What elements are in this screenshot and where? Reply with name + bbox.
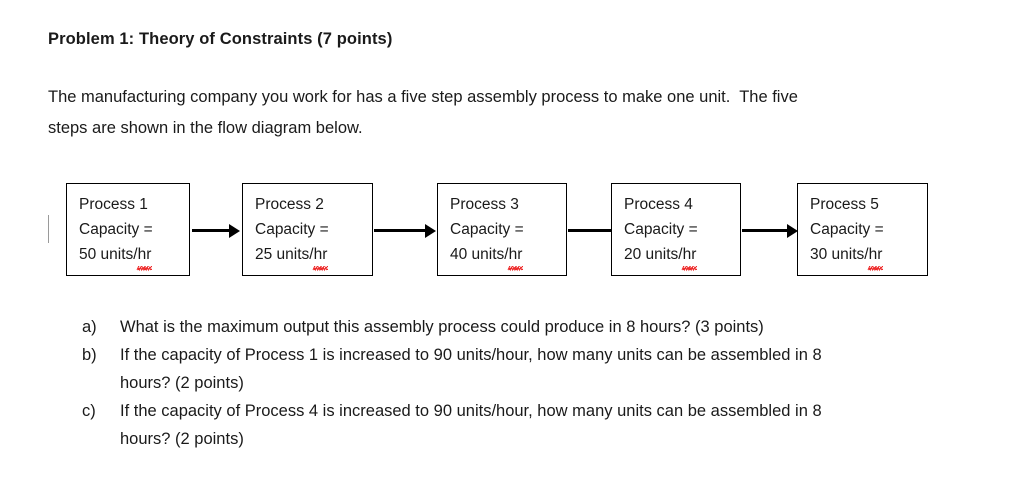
process-capacity-value-3: 40 units/hr (450, 242, 566, 272)
capacity-number-1: 50 units/ (79, 246, 138, 263)
unit-suffix-2: hr (313, 246, 328, 263)
spellcheck-squiggle-icon-3 (507, 266, 522, 272)
flow-diagram: Process 1 Capacity = 50 units/hr Process… (0, 183, 1024, 283)
spellcheck-squiggle-icon-2 (312, 266, 327, 272)
arrow-head-2 (425, 223, 436, 238)
spellcheck-word-3: hr (507, 242, 523, 272)
question-text-a: What is the maximum output this assembly… (120, 313, 1024, 341)
capacity-number-3: 40 units/ (450, 246, 509, 263)
arrow-right-icon-1 (192, 223, 240, 238)
capacity-number-2: 25 units/ (255, 246, 314, 263)
question-a-line-1: What is the maximum output this assembly… (120, 318, 764, 336)
process-capacity-value-5: 30 units/hr (810, 242, 927, 272)
intro-paragraph: The manufacturing company you work for h… (48, 82, 968, 144)
process-capacity-label-5: Capacity = (810, 221, 884, 238)
arrow-head-1 (229, 223, 240, 238)
arrow-shaft-4 (742, 229, 788, 232)
spellcheck-word-4: hr (681, 242, 697, 272)
arrow-right-icon-4 (742, 223, 798, 238)
question-marker-a: a) (82, 318, 97, 336)
question-list: a) What is the maximum output this assem… (0, 313, 1024, 453)
process-box-3[interactable]: Process 3 Capacity = 40 units/hr (437, 183, 567, 276)
question-c-line-2: hours? (2 points) (120, 430, 244, 448)
process-box-1[interactable]: Process 1 Capacity = 50 units/hr (66, 183, 190, 276)
question-c-line-1: If the capacity of Process 4 is increase… (120, 402, 822, 420)
process-capacity-label-2: Capacity = (255, 221, 329, 238)
unit-suffix-3: hr (508, 246, 523, 263)
question-text-b: If the capacity of Process 1 is increase… (120, 341, 1024, 397)
process-capacity-value-1: 50 units/hr (79, 242, 189, 272)
intro-line-2: steps are shown in the flow diagram belo… (48, 119, 363, 137)
list-item: c) If the capacity of Process 4 is incre… (0, 397, 1024, 453)
list-item: a) What is the maximum output this assem… (0, 313, 1024, 341)
text-cursor-caret (48, 215, 49, 243)
arrow-shaft-1 (192, 229, 230, 232)
process-name-3: Process 3 (450, 196, 519, 213)
question-marker-b: b) (82, 346, 97, 364)
arrow-shaft-2 (374, 229, 426, 232)
capacity-number-5: 30 units/ (810, 246, 869, 263)
process-box-4[interactable]: Process 4 Capacity = 20 units/hr (611, 183, 741, 276)
spellcheck-word-1: hr (136, 242, 152, 272)
process-box-5[interactable]: Process 5 Capacity = 30 units/hr (797, 183, 928, 276)
unit-suffix-1: hr (137, 246, 152, 263)
process-capacity-value-4: 20 units/hr (624, 242, 740, 272)
arrow-head-4 (787, 223, 798, 238)
process-capacity-label-1: Capacity = (79, 221, 153, 238)
question-b-line-1: If the capacity of Process 1 is increase… (120, 346, 822, 364)
intro-line-1: The manufacturing company you work for h… (48, 88, 798, 106)
question-b-line-2: hours? (2 points) (120, 374, 244, 392)
question-marker-c: c) (82, 402, 96, 420)
process-capacity-label-4: Capacity = (624, 221, 698, 238)
list-item: b) If the capacity of Process 1 is incre… (0, 341, 1024, 397)
arrow-shaft-3 (568, 229, 620, 232)
page-title: Problem 1: Theory of Constraints (7 poin… (48, 30, 393, 48)
process-name-2: Process 2 (255, 196, 324, 213)
spellcheck-word-2: hr (312, 242, 328, 272)
spellcheck-squiggle-icon-4 (681, 266, 696, 272)
spellcheck-squiggle-icon-1 (136, 266, 151, 272)
capacity-number-4: 20 units/ (624, 246, 683, 263)
spellcheck-word-5: hr (867, 242, 883, 272)
process-name-5: Process 5 (810, 196, 879, 213)
unit-suffix-5: hr (868, 246, 883, 263)
arrow-right-icon-2 (374, 223, 436, 238)
process-capacity-value-2: 25 units/hr (255, 242, 372, 272)
process-name-4: Process 4 (624, 196, 693, 213)
question-text-c: If the capacity of Process 4 is increase… (120, 397, 1024, 453)
process-name-1: Process 1 (79, 196, 148, 213)
unit-suffix-4: hr (682, 246, 697, 263)
spellcheck-squiggle-icon-5 (867, 266, 882, 272)
process-capacity-label-3: Capacity = (450, 221, 524, 238)
process-box-2[interactable]: Process 2 Capacity = 25 units/hr (242, 183, 373, 276)
